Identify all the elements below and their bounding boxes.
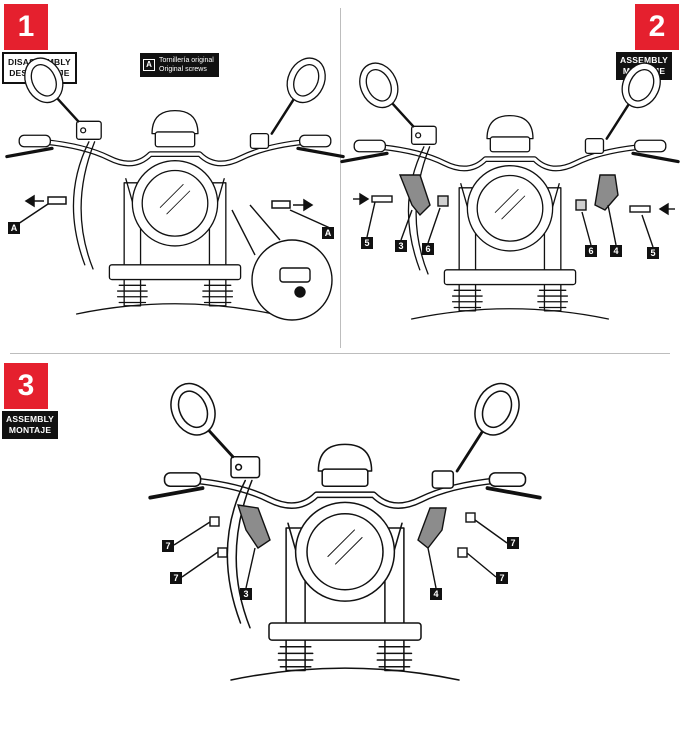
step-1-callout-a-left: A bbox=[8, 222, 20, 234]
step-3-tag-line1: ASSEMBLY bbox=[6, 414, 55, 424]
step-2-callout-6-right: 6 bbox=[585, 245, 597, 257]
step-1-legend: A Tornillería original Original screws bbox=[140, 53, 219, 77]
legend-line1: Tornillería original bbox=[159, 57, 214, 64]
step-2-callout-5-left: 5 bbox=[361, 237, 373, 249]
legend-line2: Original screws bbox=[159, 66, 207, 73]
legend-letter: A bbox=[143, 59, 155, 71]
step-3-callout-3: 3 bbox=[240, 588, 252, 600]
step-2-callout-5-right: 5 bbox=[647, 247, 659, 259]
step-1-callout-a-right: A bbox=[322, 227, 334, 239]
step-3-callout-7-upper-left: 7 bbox=[162, 540, 174, 552]
step-2-tag-line1: ASSEMBLY bbox=[620, 55, 669, 65]
step-3-callout-7-upper-right: 7 bbox=[507, 537, 519, 549]
step-2-callout-6-left: 6 bbox=[422, 243, 434, 255]
panel-divider-horizontal bbox=[10, 353, 670, 354]
step-3-tag-line2: MONTAJE bbox=[8, 425, 52, 435]
step-2-callout-3: 3 bbox=[395, 240, 407, 252]
step-3-callout-4: 4 bbox=[430, 588, 442, 600]
step-1-number: 1 bbox=[4, 4, 48, 50]
panel-divider-vertical bbox=[340, 8, 341, 348]
step-3-callout-7-lower-right: 7 bbox=[496, 572, 508, 584]
step-3-callout-7-lower-left: 7 bbox=[170, 572, 182, 584]
step-2-callout-4: 4 bbox=[610, 245, 622, 257]
step-3-tag: ASSEMBLY MONTAJE bbox=[2, 411, 59, 439]
step-2-number: 2 bbox=[635, 4, 679, 50]
step-3-number: 3 bbox=[4, 363, 48, 409]
